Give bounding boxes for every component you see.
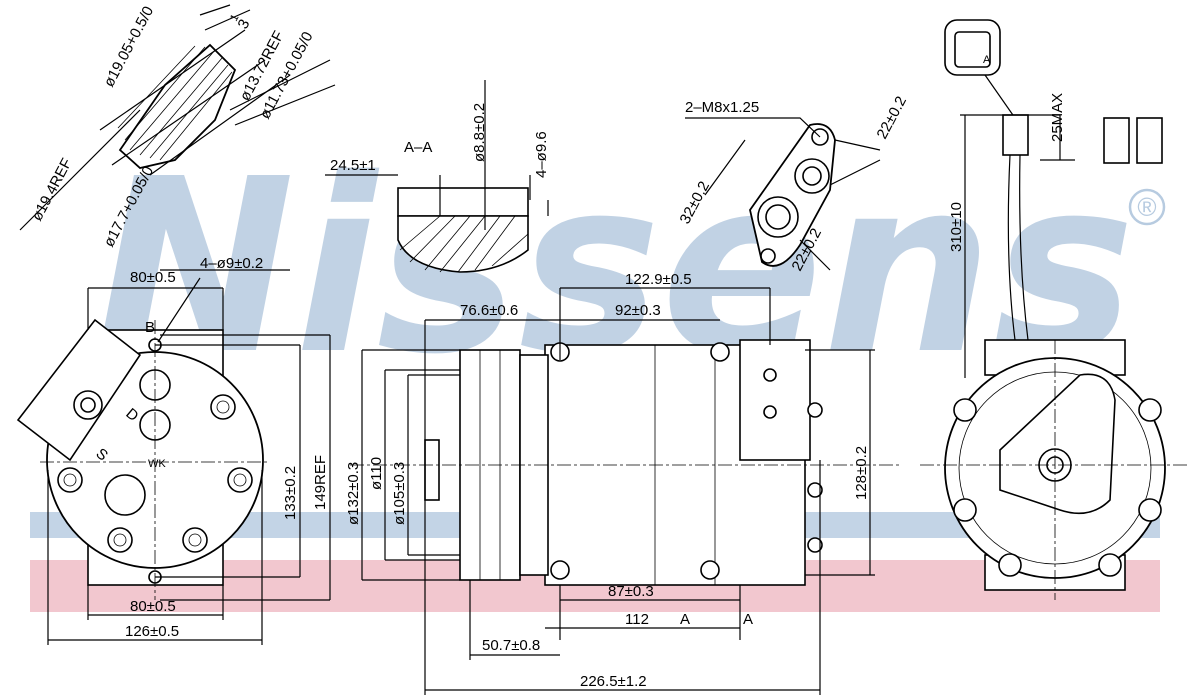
connector-detail: A 310±10 25MAX: [944, 19, 1163, 378]
flange-thread: 2–M8x1.25: [685, 99, 759, 116]
dim-d19-4: ø19.4REF: [29, 156, 76, 224]
connector-label: A: [983, 54, 991, 66]
dim-76-6: 76.6±0.6: [460, 302, 518, 319]
dim-holes: 4–ø9±0.2: [200, 255, 263, 272]
dim-d19-05: ø19.05+0.5/0: [101, 3, 158, 89]
dim-d9-6: 4–ø9.6: [533, 131, 550, 178]
dim-80-bot: 80±0.5: [130, 598, 176, 615]
registered-mark-circle: [1128, 188, 1166, 226]
dim-25max: 25MAX: [1049, 93, 1066, 142]
dim-50-7: 50.7±0.8: [482, 637, 540, 654]
dim-112: 112: [625, 611, 649, 628]
label-a2: A: [743, 611, 753, 628]
section-aa-view: A–A 24.5±1 ø8.8±0.2 4–ø9.6: [325, 80, 550, 273]
label-a1: A: [680, 611, 690, 628]
dim-310: 310±10: [948, 202, 965, 252]
dim-d132: ø132±0.3: [345, 462, 362, 525]
section-title: A–A: [404, 139, 432, 156]
registered-mark: ®: [1137, 192, 1156, 222]
dim-80-top: 80±0.5: [130, 269, 176, 286]
label-b: B: [145, 319, 155, 336]
dim-d110: ø110: [368, 457, 385, 490]
dim-d8-8: ø8.8±0.2: [471, 103, 488, 162]
end-view: [920, 339, 1190, 600]
front-view: 80±0.5 4–ø9±0.2 B 133±0.2 149REF 80±0.5 …: [16, 255, 331, 645]
dim-128: 128±0.2: [853, 446, 870, 500]
dim-149: 149REF: [312, 455, 329, 510]
dim-133: 133±0.2: [282, 466, 299, 520]
dim-87: 87±0.3: [608, 583, 654, 600]
dim-one: 1: [228, 12, 241, 23]
dim-226-5: 226.5±1.2: [580, 673, 647, 690]
dim-122-9: 122.9±0.5: [625, 271, 692, 288]
side-view: 76.6±0.6 122.9±0.5 92±0.3 ø132±0.3 ø110 …: [345, 271, 900, 695]
dim-92: 92±0.3: [615, 302, 661, 319]
label-wk: WK: [148, 458, 166, 470]
dim-126: 126±0.5: [125, 623, 179, 640]
dim-24-5: 24.5±1: [330, 157, 376, 174]
dim-d105: ø105±0.3: [391, 462, 408, 525]
